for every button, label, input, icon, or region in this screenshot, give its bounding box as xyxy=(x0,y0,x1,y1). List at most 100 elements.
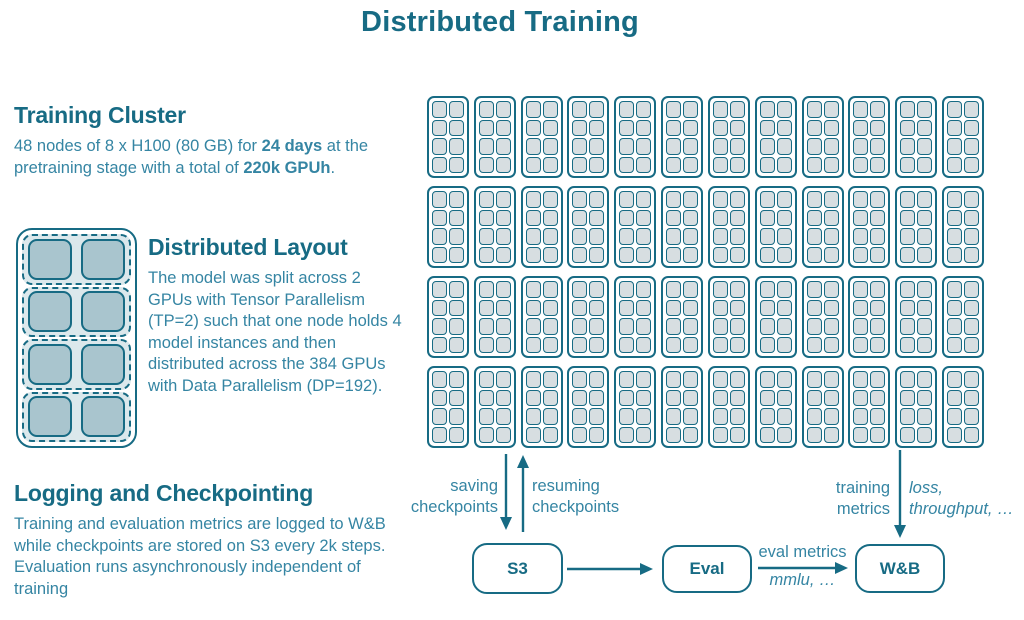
gpu-cell xyxy=(853,318,869,335)
gpu-cell xyxy=(589,408,605,425)
gpu-cell xyxy=(683,209,699,226)
gpu-cell xyxy=(432,101,447,118)
gpu-cell xyxy=(683,138,699,155)
model-instance xyxy=(22,339,131,390)
gpu-cell xyxy=(432,281,447,298)
gpu-cell xyxy=(636,408,652,425)
gpu-cell xyxy=(963,156,979,173)
section-training-cluster: Training Cluster 48 nodes of 8 x H100 (8… xyxy=(14,102,386,179)
gpu-cell xyxy=(853,299,869,316)
gpu-cell xyxy=(963,246,979,263)
gpu-cell xyxy=(853,336,869,353)
training-cluster-text: at the pretraining stage with a total of xyxy=(14,137,369,177)
gpu-cell xyxy=(917,138,933,155)
node-diagram xyxy=(16,228,137,448)
gpu-cell xyxy=(542,336,558,353)
gpu-cell xyxy=(478,318,494,335)
gpu-cell xyxy=(619,101,635,118)
gpu-cell xyxy=(478,138,494,155)
gpu-cell xyxy=(495,299,511,316)
gpu-cell xyxy=(589,371,605,388)
gpu-cell xyxy=(806,228,822,245)
gpu-cell xyxy=(729,156,745,173)
gpu-cell xyxy=(963,191,979,208)
gpu-cell xyxy=(806,336,822,353)
gpu-cell xyxy=(823,281,839,298)
gpu-cell xyxy=(589,228,605,245)
resuming-label-line2: checkpoints xyxy=(532,498,620,516)
resuming-checkpoints-label: resuming checkpoints xyxy=(532,476,619,518)
gpu-cell xyxy=(636,209,652,226)
gpu-cell xyxy=(589,389,605,406)
gpu-cell xyxy=(759,336,775,353)
gpu-cell xyxy=(853,228,869,245)
gpu-cell xyxy=(806,101,822,118)
gpu-cell xyxy=(683,119,699,136)
gpu-cell xyxy=(589,138,605,155)
gpu-cell xyxy=(478,389,494,406)
gpu-cell xyxy=(636,336,652,353)
gpu-cell xyxy=(963,371,979,388)
gpu-cell xyxy=(729,119,745,136)
gpu-cell xyxy=(478,408,494,425)
gpu-cell xyxy=(525,281,541,298)
gpu-cell xyxy=(478,246,494,263)
gpu-cell xyxy=(432,191,447,208)
cluster-node xyxy=(567,366,610,448)
gpu-cell xyxy=(917,101,933,118)
gpu-cell xyxy=(917,119,933,136)
gpu-cell xyxy=(666,371,682,388)
gpu-cell xyxy=(683,101,699,118)
cluster-node xyxy=(520,96,563,178)
gpu-cell xyxy=(432,371,447,388)
gpu-cell xyxy=(917,408,933,425)
gpu-cell xyxy=(589,426,605,443)
gpu-cell xyxy=(636,299,652,316)
gpu-cell xyxy=(683,389,699,406)
gpu-cell xyxy=(478,371,494,388)
gpu-cell xyxy=(619,426,635,443)
gpu-cell xyxy=(917,281,933,298)
cluster-node xyxy=(473,96,516,178)
gpu-cell xyxy=(823,426,839,443)
gpu-cell xyxy=(525,299,541,316)
cluster-node xyxy=(801,366,844,448)
gpu-cell xyxy=(619,138,635,155)
gpu-cell xyxy=(619,299,635,316)
gpu-cell xyxy=(712,119,728,136)
gpu-cell xyxy=(900,318,916,335)
gpu-cell xyxy=(542,156,558,173)
gpu-cell xyxy=(946,228,962,245)
gpu-cell xyxy=(712,281,728,298)
gpu-cell xyxy=(478,156,494,173)
gpu-cell xyxy=(542,138,558,155)
gpu-cell xyxy=(853,371,869,388)
gpu-cell xyxy=(946,191,962,208)
gpu-cell xyxy=(917,426,933,443)
cluster-node xyxy=(895,276,938,358)
gpu-cell xyxy=(963,389,979,406)
gpu-cell xyxy=(449,138,464,155)
gpu-cell xyxy=(542,371,558,388)
gpu-cell xyxy=(917,371,933,388)
gpu-cell xyxy=(870,408,886,425)
training-metrics-detail-label: loss, throughput, … xyxy=(909,478,1014,520)
cluster-node xyxy=(941,276,984,358)
gpu-cell xyxy=(683,371,699,388)
gpu-cell xyxy=(870,138,886,155)
section-distributed-layout: Distributed Layout The model was split a… xyxy=(148,234,404,397)
cluster-node xyxy=(848,186,891,268)
gpu-cell xyxy=(729,408,745,425)
gpu-cell xyxy=(759,191,775,208)
gpu-cell xyxy=(900,408,916,425)
cluster-node xyxy=(941,96,984,178)
gpu-cell xyxy=(525,119,541,136)
gpu-cell xyxy=(963,101,979,118)
gpu-cell xyxy=(495,318,511,335)
gpu-cell xyxy=(900,156,916,173)
gpu-cell xyxy=(946,119,962,136)
cluster-grid xyxy=(427,96,984,448)
cluster-node xyxy=(941,186,984,268)
gpu-cell xyxy=(495,209,511,226)
gpu-cell xyxy=(478,228,494,245)
